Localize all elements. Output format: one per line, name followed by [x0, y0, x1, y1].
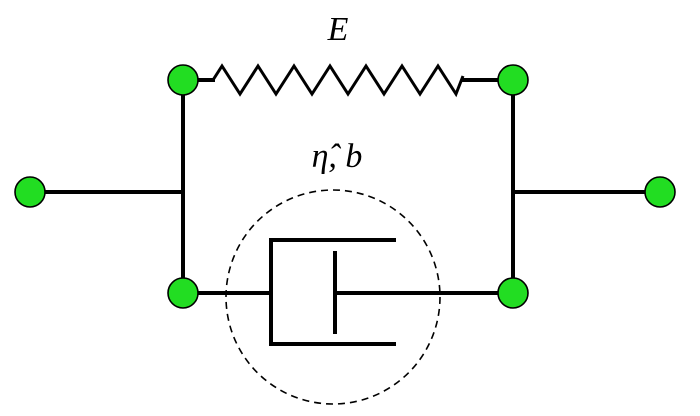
spring: [211, 63, 465, 98]
right-terminal-node: [644, 176, 676, 208]
spring-label: E: [327, 11, 349, 48]
left-terminal-node: [14, 176, 46, 208]
top-right-node: [497, 64, 529, 96]
top-left-node: [167, 64, 199, 96]
dashpot-label: η̂, b: [312, 138, 363, 175]
bottom-right-node: [497, 277, 529, 309]
dashpot-dashed-circle: [225, 189, 441, 405]
dashpot-cylinder: [269, 238, 396, 346]
bottom-left-node: [167, 277, 199, 309]
